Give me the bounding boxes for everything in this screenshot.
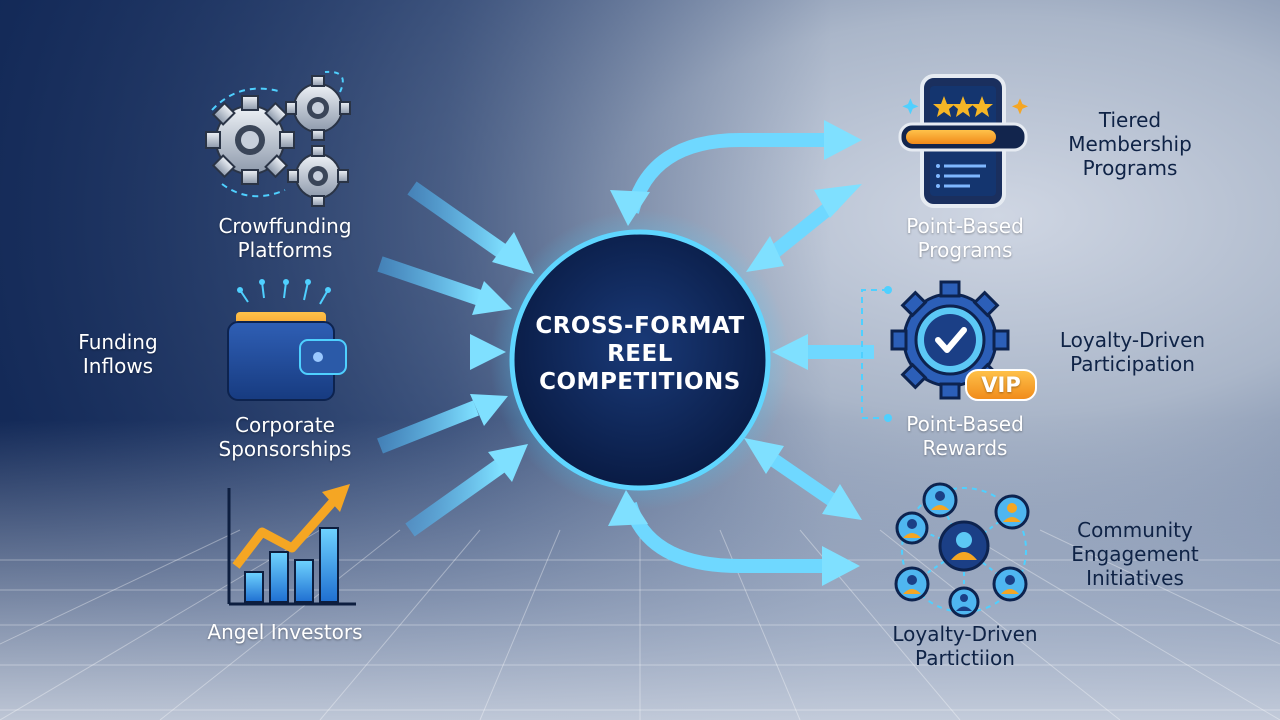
hub-circle bbox=[509, 229, 771, 491]
group-label-funding-inflows: Funding Inflows bbox=[68, 330, 168, 378]
program-label-line-1: Point-Based bbox=[906, 412, 1024, 436]
side-label-line-2: Membership bbox=[1068, 132, 1192, 156]
side-label-line-1: Loyalty-Driven bbox=[1059, 328, 1206, 352]
hub-title-line-1: CROSS-FORMAT bbox=[535, 313, 745, 339]
wallet-icon bbox=[227, 279, 347, 401]
source-label-line-2: Platforms bbox=[237, 238, 333, 262]
community-network-icon bbox=[894, 482, 1030, 618]
phone-rating-icon bbox=[898, 74, 1028, 208]
curve-arrow-top bbox=[625, 133, 826, 214]
side-label-line-2: Engagement bbox=[1071, 542, 1199, 566]
side-label-line-3: Initiatives bbox=[1086, 566, 1184, 590]
program-label-line-1: Loyalty-Driven bbox=[892, 622, 1038, 646]
program-label-point-based-rewards: Point-Based Rewards bbox=[890, 412, 1040, 460]
inflow-arrow-1 bbox=[407, 181, 534, 274]
inflow-arrow-5 bbox=[405, 444, 528, 537]
gears-icon bbox=[205, 70, 351, 207]
source-label-crowdfunding: Crowffunding Platforms bbox=[205, 214, 365, 262]
hub-title-line-2: REEL bbox=[607, 341, 673, 367]
source-label-line-2: Sponsorships bbox=[218, 437, 352, 461]
source-label-corporate-sponsorships: Corporate Sponsorships bbox=[205, 413, 365, 461]
outflow-arrows bbox=[608, 120, 874, 586]
vip-badge-text: VIP bbox=[981, 373, 1021, 397]
diag-arrow-upper bbox=[767, 198, 839, 260]
source-label-line-1: Corporate bbox=[235, 413, 335, 437]
source-label-line-1: Crowffunding bbox=[218, 214, 352, 238]
program-label-loyalty-driven: Loyalty-Driven Partictiion bbox=[880, 622, 1050, 670]
program-label-line-1: Point-Based bbox=[906, 214, 1024, 238]
side-label-tiered-membership: Tiered Membership Programs bbox=[1055, 108, 1205, 180]
diag-arrow-lower bbox=[764, 450, 836, 506]
side-label-line-1: Community bbox=[1077, 518, 1193, 542]
curve-arrow-bottom bbox=[623, 501, 824, 573]
program-label-point-based-programs: Point-Based Programs bbox=[890, 214, 1040, 262]
program-label-line-2: Rewards bbox=[922, 436, 1008, 460]
side-label-line-3: Programs bbox=[1082, 156, 1178, 180]
program-label-line-2: Programs bbox=[917, 238, 1013, 262]
inflow-arrow-2 bbox=[377, 256, 512, 315]
side-label-line-2: Participation bbox=[1070, 352, 1195, 376]
source-label-line-1: Angel Investors bbox=[207, 620, 363, 644]
side-label-community-engagement: Community Engagement Initiatives bbox=[1060, 518, 1210, 590]
hub-title: CROSS-FORMAT REEL COMPETITIONS bbox=[510, 312, 770, 396]
group-label-line-1: Funding bbox=[78, 330, 158, 354]
group-label-line-2: Inflows bbox=[82, 354, 154, 378]
side-label-loyalty-driven-participation: Loyalty-Driven Participation bbox=[1050, 328, 1215, 376]
growth-chart-icon bbox=[227, 484, 356, 606]
inflow-arrow-4 bbox=[377, 394, 508, 454]
vip-badge-icon bbox=[861, 280, 1037, 422]
program-label-line-2: Partictiion bbox=[915, 646, 1015, 670]
inflow-arrows bbox=[377, 181, 534, 537]
inflow-arrow-3 bbox=[384, 334, 506, 370]
person-node bbox=[938, 520, 990, 572]
source-label-angel-investors: Angel Investors bbox=[190, 620, 380, 644]
side-label-line-1: Tiered bbox=[1098, 108, 1162, 132]
hub-title-line-3: COMPETITIONS bbox=[539, 369, 741, 395]
perspective-grid bbox=[0, 529, 1280, 720]
